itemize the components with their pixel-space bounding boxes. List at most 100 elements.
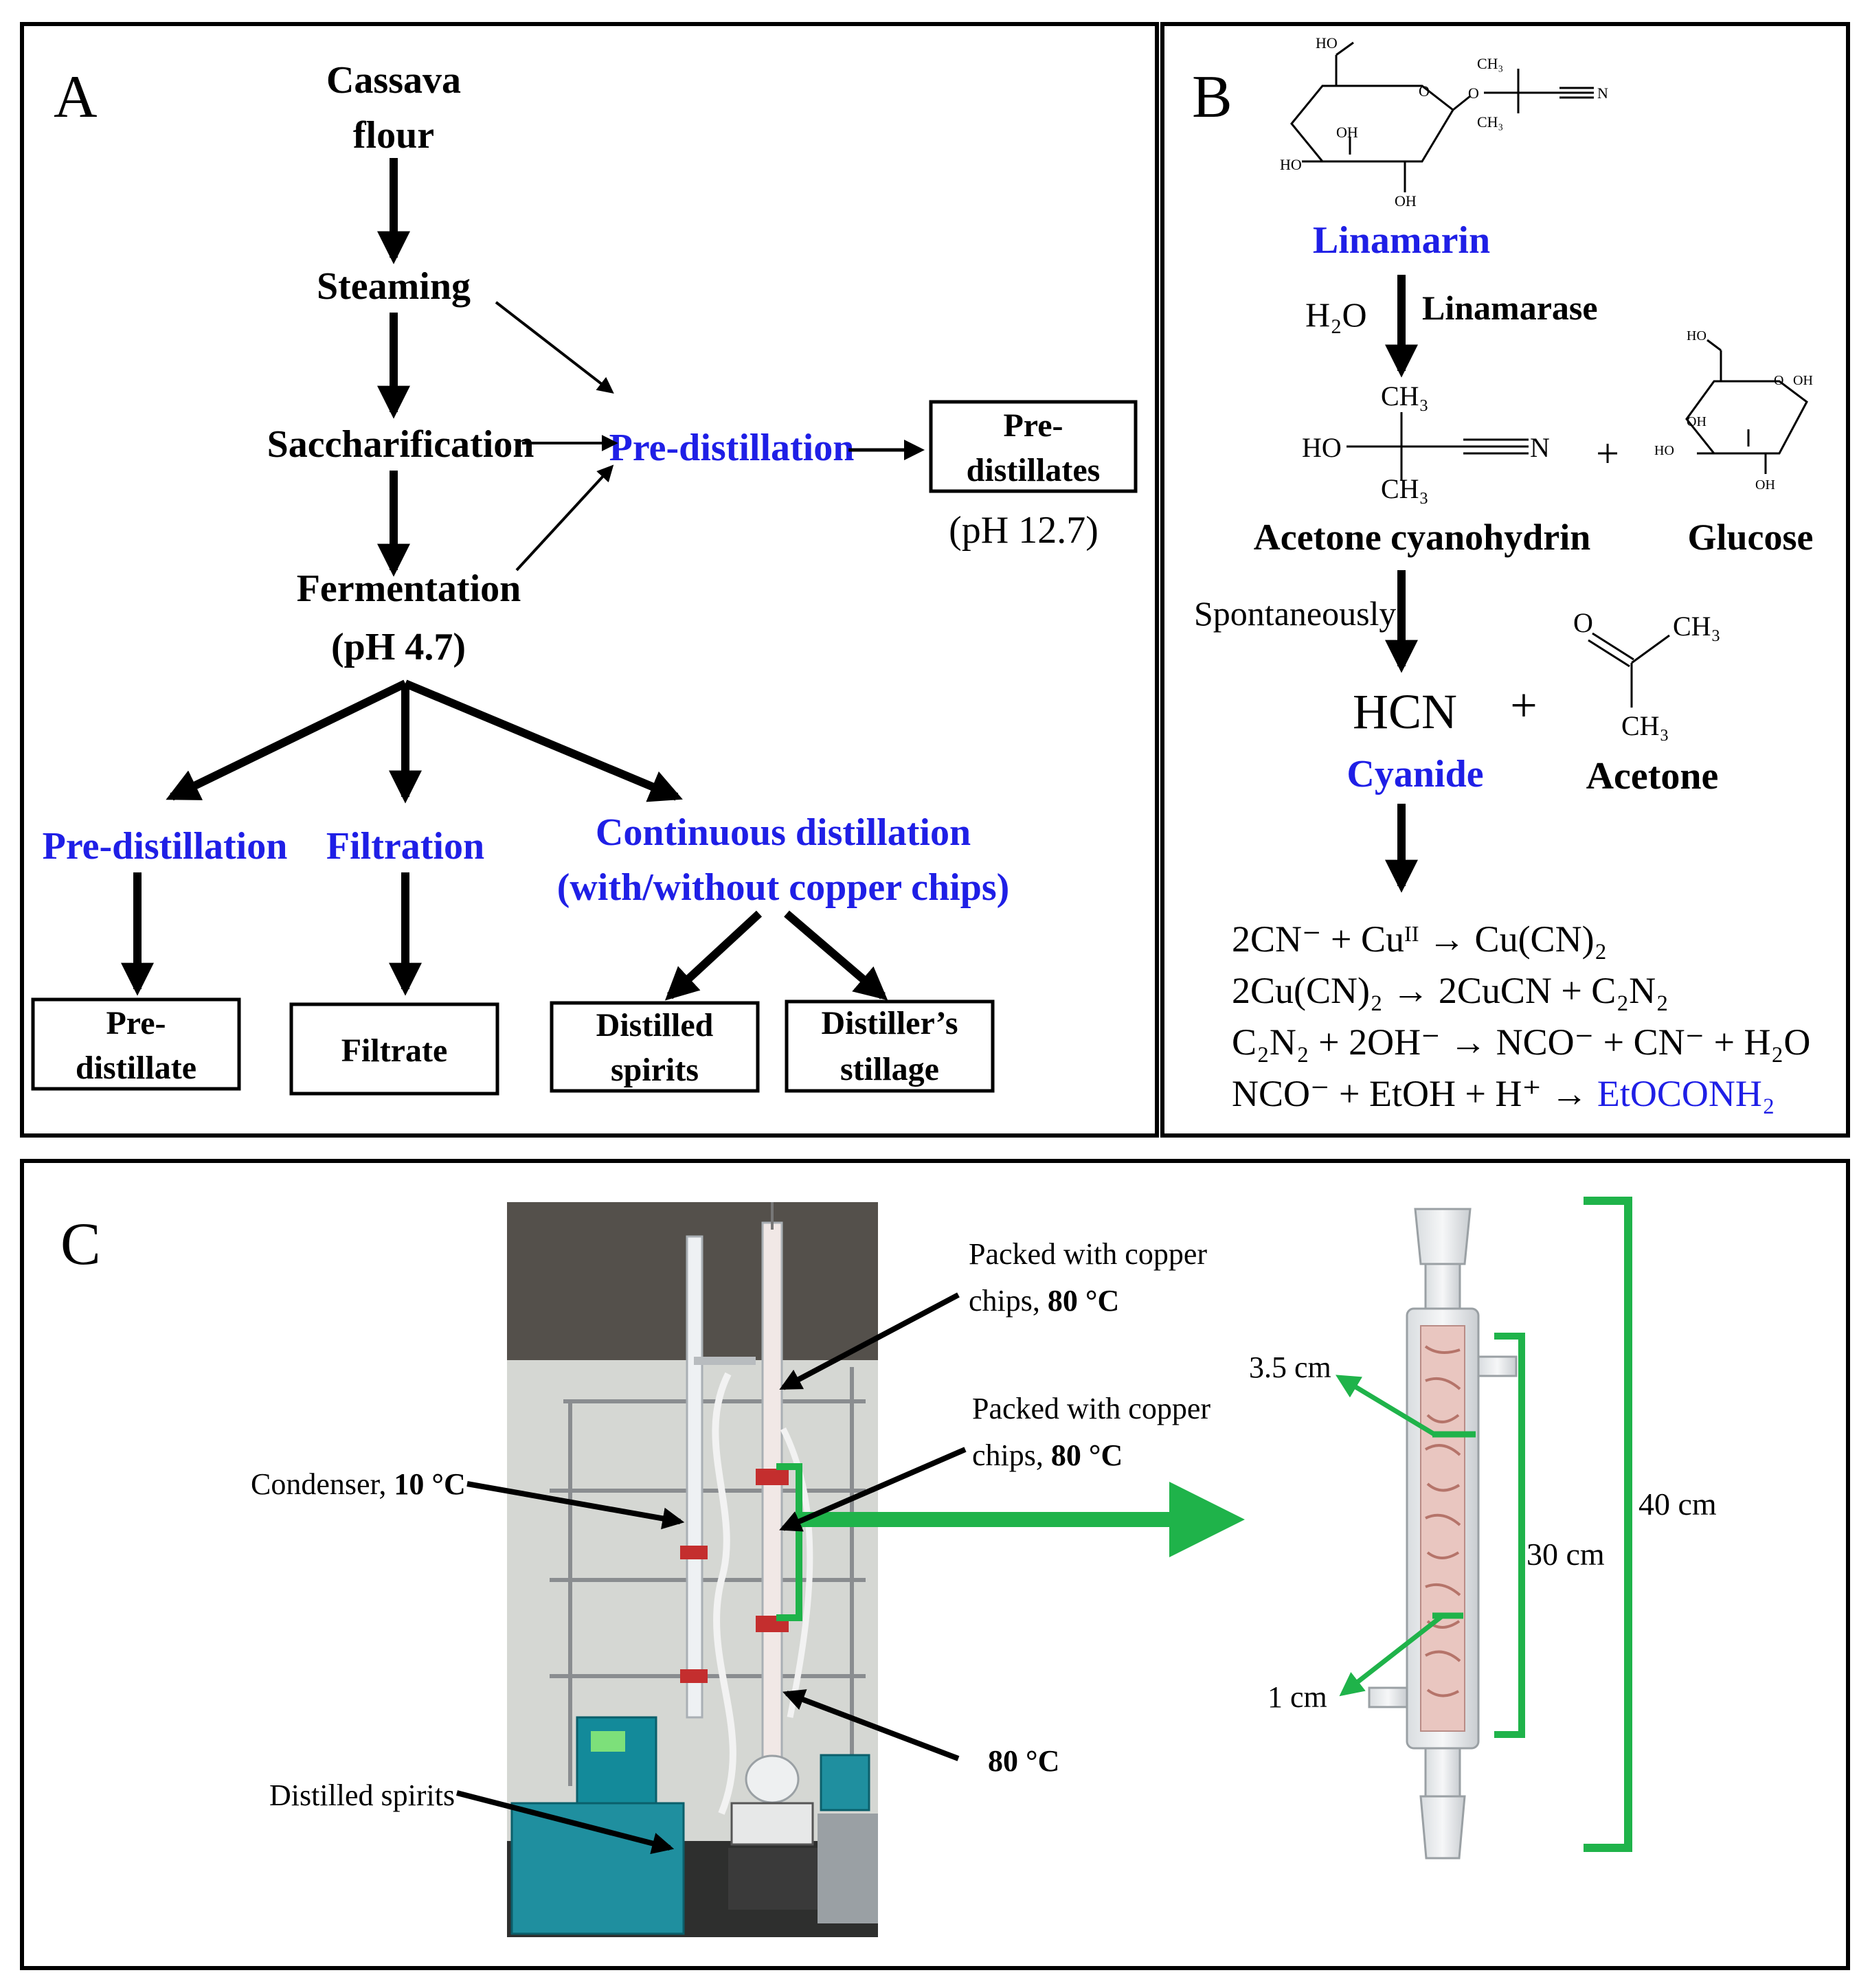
h2o-label: H₂O (1305, 295, 1367, 334)
condenser-temp: 10 °C (394, 1467, 465, 1501)
condenser-label: Condenser, 10 °C (251, 1467, 466, 1501)
panel-c-frame (20, 1159, 1850, 1970)
filtration-label: Filtration (326, 825, 484, 868)
acetone-cyanohydrin-structure (1347, 412, 1529, 481)
predistillation-left-label: Pre-distillation (43, 825, 288, 868)
svg-text:OH: OH (1687, 414, 1706, 429)
reaction-equation-1: 2CN⁻ + Cuᴵᴵ → Cu(CN)₂ (1232, 918, 1607, 960)
pointer-1cm (1339, 1614, 1445, 1697)
spontaneously-label: Spontaneously (1194, 594, 1396, 633)
fermentation-label: Fermentation (297, 567, 521, 610)
stillage-box (785, 999, 995, 1093)
packed-copper-label-1-chips: chips, (969, 1284, 1048, 1318)
dimension-40cm: 40 cm (1638, 1487, 1717, 1522)
dimension-30cm: 30 cm (1527, 1537, 1605, 1572)
cyanide-label: Cyanide (1347, 753, 1483, 795)
arrow-continuous-stillage (784, 910, 888, 1001)
continuous-distillation-label-1: Continuous distillation (596, 811, 971, 854)
distilled-spirits-box-label-1: Distilled (596, 1007, 714, 1043)
glucose-label: Glucose (1688, 517, 1814, 558)
filtrate-box-label: Filtrate (341, 1032, 448, 1069)
predistillates-label-1: Pre- (1003, 407, 1063, 444)
reaction-equation-4-prefix: NCO⁻ + EtOH + H⁺ → (1232, 1073, 1597, 1114)
panel-b-letter: B (1192, 64, 1232, 131)
acetone-cyanohydrin-label: Acetone cyanohydrin (1254, 517, 1590, 558)
distillation-apparatus-photo (507, 1202, 878, 1937)
packed-copper-label-2-chips: chips, (972, 1438, 1051, 1472)
stillage-box-label-1: Distiller’s (821, 1005, 958, 1041)
distilled-spirits-box-label-2: spirits (611, 1052, 699, 1088)
svg-text:CH₃: CH₃ (1381, 473, 1429, 504)
linamarin-atom-labels: HO O O CH₃ CH₃ N HO OH OH (1280, 34, 1608, 210)
plus-sign-1: + (1596, 431, 1619, 476)
distilled-spirits-label: Distilled spirits (269, 1778, 455, 1812)
dimension-3-5cm: 3.5 cm (1249, 1351, 1331, 1384)
svg-text:O: O (1774, 373, 1783, 388)
reaction-equation-4: NCO⁻ + EtOH + H⁺ → EtOCONH₂ (1232, 1073, 1775, 1114)
ethyl-carbamate-product: EtOCONH₂ (1597, 1073, 1775, 1114)
bracket-30cm (1494, 1333, 1525, 1738)
svg-text:CH₃: CH₃ (1477, 55, 1503, 72)
predistillate-box-label-2: distillate (76, 1050, 196, 1086)
svg-text:OH: OH (1395, 192, 1417, 210)
predistillation-center-label: Pre-distillation (609, 427, 855, 469)
pointer-packed-copper-1 (779, 1292, 960, 1390)
arrow-fermentation-predistillation-left (166, 679, 407, 801)
svg-text:CH₃: CH₃ (1673, 611, 1721, 642)
acetone-structure (1588, 632, 1670, 708)
svg-text:O: O (1468, 84, 1479, 102)
distilled-spirits-box (550, 1001, 760, 1093)
svg-text:HO: HO (1316, 34, 1338, 52)
glucose-structure (1685, 339, 1808, 474)
pointer-distilled-spirits (456, 1790, 675, 1855)
packed-copper-temp-1: 80 °C (1048, 1284, 1119, 1318)
packed-column-illustration (1368, 1208, 1518, 1860)
saccharification-label: Saccharification (267, 423, 534, 466)
panel-b-frame (1160, 22, 1850, 1138)
panel-a-letter: A (54, 64, 98, 131)
svg-text:O: O (1573, 607, 1593, 638)
arrow-fermentation-predistillation (515, 464, 614, 572)
pointer-3-5cm (1336, 1375, 1436, 1436)
photo-green-bracket (776, 1463, 802, 1621)
heater-temp-label: 80 °C (988, 1744, 1059, 1778)
pointer-packed-copper-2 (779, 1447, 967, 1532)
svg-text:HO: HO (1280, 156, 1302, 173)
steaming-label: Steaming (317, 265, 471, 308)
svg-text:OH: OH (1336, 124, 1358, 141)
svg-text:CH₃: CH₃ (1381, 381, 1429, 411)
svg-text:HO: HO (1302, 432, 1342, 463)
linamarase-label: Linamarase (1422, 289, 1598, 327)
predistillate-box (31, 997, 241, 1091)
linamarin-structure (1290, 41, 1594, 192)
panel-a-frame (20, 22, 1159, 1138)
cassava-flour-label-2: flour (353, 114, 434, 157)
hcn-label: HCN (1353, 684, 1457, 739)
cassava-flour-label-1: Cassava (326, 59, 461, 102)
svg-text:N: N (1530, 432, 1550, 463)
pointer-heater (782, 1689, 960, 1761)
panel-c-letter: C (60, 1211, 101, 1278)
packed-copper-label-1-line1: Packed with copper (969, 1237, 1207, 1271)
acetone-label: Acetone (1586, 755, 1719, 798)
packed-copper-label-2-line1: Packed with copper (972, 1392, 1210, 1425)
reaction-equation-2: 2Cu(CN)₂ → 2CuCN + C₂N₂ (1232, 970, 1669, 1011)
acetone-atom-labels: O CH₃ CH₃ (1573, 607, 1721, 741)
svg-text:HO: HO (1687, 328, 1706, 343)
bracket-40cm (1584, 1197, 1632, 1852)
condenser-label-text: Condenser, (251, 1467, 394, 1501)
svg-text:HO: HO (1654, 443, 1674, 458)
glucose-atom-labels: HO O OH HO OH OH (1654, 328, 1813, 493)
packed-copper-label-2-line2: chips, 80 °C (972, 1438, 1123, 1472)
svg-text:N: N (1597, 84, 1608, 102)
plus-sign-2: + (1510, 679, 1537, 732)
svg-text:CH₃: CH₃ (1477, 113, 1503, 131)
svg-text:OH: OH (1755, 477, 1775, 493)
stillage-box-label-2: stillage (840, 1051, 939, 1087)
svg-text:CH₃: CH₃ (1621, 710, 1669, 741)
packed-copper-temp-2: 80 °C (1051, 1438, 1123, 1472)
fermentation-ph-label: (pH 4.7) (331, 626, 466, 668)
predistillates-label-2: distillates (967, 452, 1101, 488)
predistillates-ph-label: (pH 12.7) (949, 509, 1099, 552)
predistillate-box-label-1: Pre- (106, 1005, 166, 1041)
